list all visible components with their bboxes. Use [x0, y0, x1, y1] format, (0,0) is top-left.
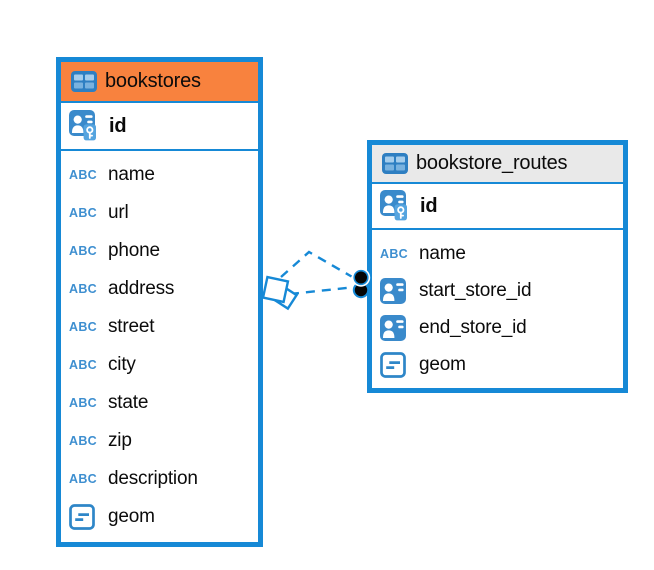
column-name: street	[108, 316, 155, 337]
abc-icon: ABC	[69, 320, 97, 334]
relationship-rel-1[interactable]	[280, 250, 353, 278]
column-name: city	[108, 354, 136, 375]
person-key-icon	[69, 109, 102, 143]
abc-icon: ABC	[69, 434, 97, 448]
column-row-pk[interactable]: id	[61, 103, 258, 151]
diamond-marker	[272, 284, 299, 311]
column-row[interactable]: ABC street	[69, 308, 258, 346]
column-name: url	[108, 202, 129, 223]
column-name: zip	[108, 430, 132, 451]
column-row[interactable]: ABC phone	[69, 232, 258, 270]
geom-icon	[69, 504, 101, 530]
column-name: name	[419, 242, 466, 264]
column-name: id	[109, 114, 127, 137]
geom-icon	[380, 351, 412, 378]
table-bookstore-routes[interactable]: bookstore_routes id ABC name start_store_i…	[367, 140, 628, 393]
column-row[interactable]: ABC state	[69, 384, 258, 422]
relationship-line[interactable]	[289, 286, 352, 296]
column-name: id	[420, 194, 438, 217]
column-row[interactable]: ABC description	[69, 460, 258, 498]
column-row[interactable]: start_store_id	[380, 272, 623, 309]
abc-icon: ABC	[69, 358, 97, 372]
abc-icon: ABC	[69, 206, 97, 220]
table-header-bookstores[interactable]: bookstores	[61, 62, 258, 103]
abc-icon: ABC	[69, 244, 97, 258]
column-row[interactable]: geom	[69, 498, 258, 536]
column-name: phone	[108, 240, 160, 261]
column-row[interactable]: ABC zip	[69, 422, 258, 460]
column-row[interactable]: ABC url	[69, 194, 258, 232]
column-row[interactable]: ABC name	[69, 156, 258, 194]
abc-icon: ABC	[69, 472, 97, 486]
column-row[interactable]: ABC name	[380, 235, 623, 272]
relationship-line[interactable]	[280, 250, 353, 278]
column-name: state	[108, 392, 149, 413]
person-key-icon	[380, 189, 413, 223]
column-name: geom	[419, 353, 466, 375]
table-title: bookstores	[105, 70, 201, 92]
person-icon	[380, 314, 412, 341]
column-row[interactable]: ABC city	[69, 346, 258, 384]
abc-icon: ABC	[69, 282, 97, 296]
relationship-rel-2[interactable]	[289, 286, 352, 296]
column-name: end_store_id	[419, 316, 527, 338]
column-row[interactable]: ABC address	[69, 270, 258, 308]
person-icon	[380, 277, 412, 304]
column-row[interactable]: end_store_id	[380, 309, 623, 346]
column-name: geom	[108, 506, 155, 527]
table-title: bookstore_routes	[416, 152, 568, 174]
column-name: start_store_id	[419, 279, 532, 301]
abc-icon: ABC	[380, 246, 408, 261]
abc-icon: ABC	[69, 396, 97, 410]
column-row[interactable]: geom	[380, 346, 623, 383]
table-header-bookstore-routes[interactable]: bookstore_routes	[372, 145, 623, 184]
column-name: description	[108, 468, 198, 489]
column-row-pk[interactable]: id	[372, 184, 623, 230]
abc-icon: ABC	[69, 168, 97, 182]
diamond-marker	[261, 275, 290, 304]
dot-marker	[353, 269, 369, 286]
table-icon	[71, 71, 97, 92]
column-name: name	[108, 164, 155, 185]
table-icon	[382, 153, 408, 174]
column-name: address	[108, 278, 175, 299]
